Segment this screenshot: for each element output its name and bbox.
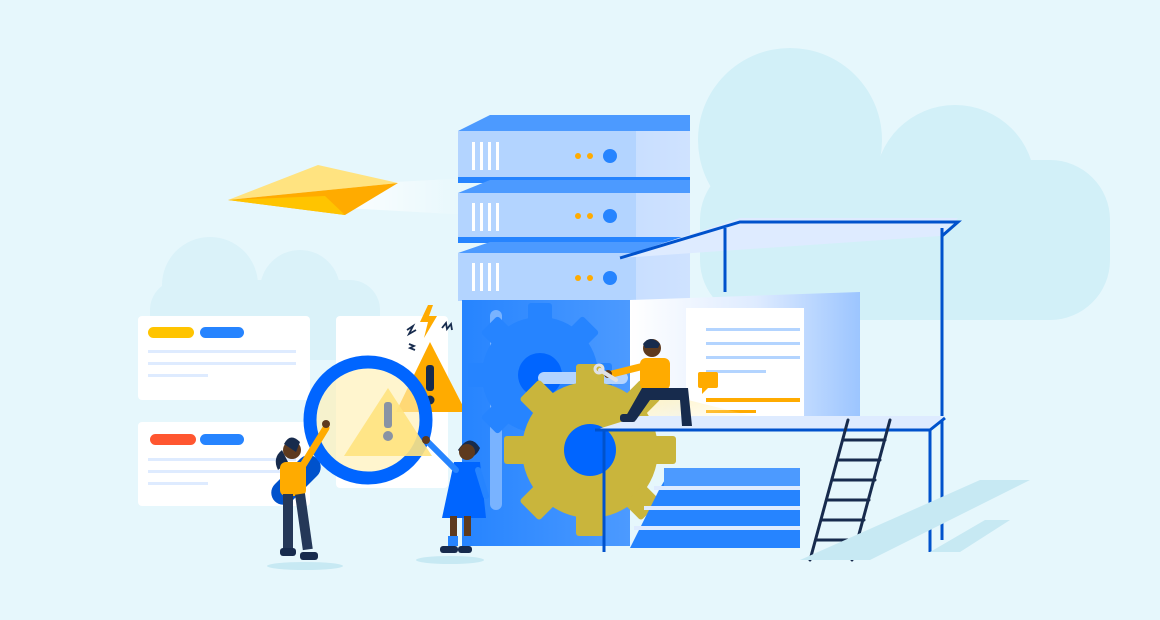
person-holding-magnifier — [275, 420, 330, 560]
ground-shadows — [267, 480, 1030, 570]
cloud-right — [698, 48, 1110, 320]
person-pointing-at-magnifier — [422, 436, 489, 553]
paper-plane-icon — [228, 165, 470, 215]
server-unit-1 — [458, 115, 690, 183]
server-unit-3 — [458, 242, 690, 301]
blue-tag — [200, 434, 244, 445]
red-tag — [150, 434, 196, 445]
document-panel — [630, 292, 860, 418]
server-unit-2 — [458, 180, 690, 243]
scaffold-frame — [618, 218, 962, 418]
yellow-tag — [148, 327, 194, 338]
wrench-icon — [593, 363, 618, 382]
server-rack-icon — [458, 115, 690, 301]
lightning-icon — [406, 305, 453, 351]
warning-triangle-icon-magnified — [344, 388, 432, 456]
info-card-bottom — [138, 422, 310, 506]
person-kneeling-with-wrench — [593, 339, 692, 426]
staircase-icon — [630, 468, 800, 548]
blue-tag — [200, 327, 244, 338]
magnifying-glass-icon — [271, 355, 433, 505]
info-card-top — [138, 316, 310, 400]
speech-bubble-icon — [698, 372, 718, 394]
